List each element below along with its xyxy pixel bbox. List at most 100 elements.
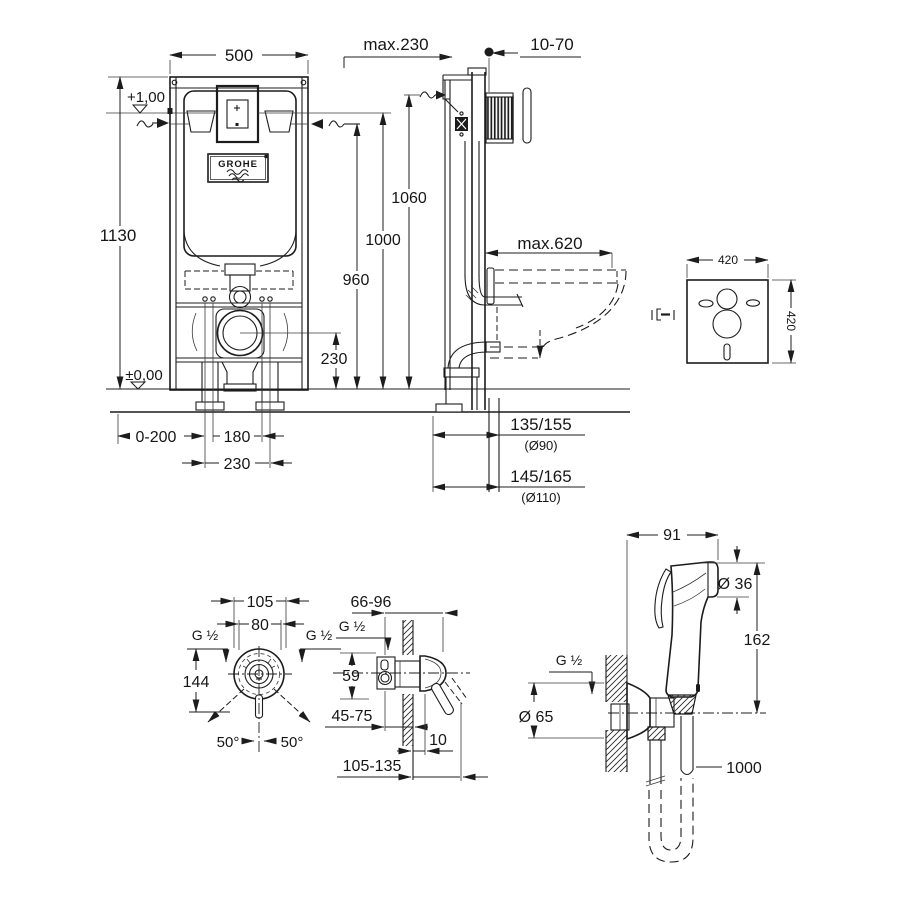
foot-plate [195,401,225,411]
shower-hose [645,716,694,863]
dim-drain-90-dia: (Ø90) [524,438,557,453]
bolt-icon [259,296,265,302]
flush-actuator-housing [485,92,514,144]
mixer-front-dimensions: 105 80 G ½ G ½ 144 [183,594,341,713]
mounting-dot-icon [484,47,494,57]
hand-shower-dimensions: 91 Ø 36 162 G ½ Ø 65 1000 [519,527,771,777]
floor-lines [106,388,630,413]
hose-nut [647,726,666,741]
registered-dot-icon [264,154,268,159]
wave-icon [231,177,245,183]
dim-hose-length: 1000 [726,760,762,777]
dim-mat-width: 420 [718,253,738,267]
corner-screw-icon [171,79,178,86]
dim-plate-depth: 10-70 [530,35,573,54]
dim-outlet-span: 230 [224,456,251,473]
dim-depth-max: max.230 [363,35,428,54]
screw-icon [651,308,675,321]
water-inlet-icon [404,90,446,100]
mixer-front-view: 50° 50° [207,646,311,752]
hand-shower-view [605,540,766,863]
dim-1060: 1060 [391,190,427,207]
level-zero-label: ±0,00 [125,367,162,384]
dim-width-91: 91 [663,527,681,544]
sound-insulation-mat: 420 420 [651,253,798,364]
valve-body [394,660,421,688]
handle-nut [667,694,697,715]
dim-depth-45-75: 45-75 [332,708,373,725]
dim-bolt-span: 180 [224,429,251,446]
wall-holder [610,681,697,741]
cistern-tank [183,90,297,257]
mat-hole-large [712,309,742,339]
escutcheon [419,655,447,692]
corner-screw-icon [300,79,307,86]
mat-panel [686,279,769,364]
dim-width-105: 105 [247,594,274,611]
mat-slot-vertical [723,343,731,361]
flush-pipe-collar [224,263,256,276]
frame-side-view [404,47,627,492]
toilet-bowl-outline [490,269,627,359]
mixer-side-handle [431,682,454,716]
dim-height: 1130 [100,226,137,245]
brand-text: GROHE [218,159,258,170]
dim-drain-110: 145/165 [510,467,571,486]
wall-bracket [442,67,487,113]
dim-foot-range: 0-200 [136,429,177,446]
dim-height-59: 59 [342,668,360,685]
tank-chamber-right [264,110,294,133]
dim-gap-10: 10 [429,732,447,749]
wave-icon [226,169,249,175]
flush-connector [228,285,252,309]
dim-angle-right: 50° [281,734,304,751]
wall-section [606,655,627,702]
dim-depth-66-96: 66-96 [351,594,392,611]
mixer-side-dimensions: 66-96 G ½ 59 45-75 10 105-135 [325,594,488,781]
thread-label: G ½ [339,618,366,634]
dim-depth-105-135: 105-135 [343,758,402,775]
tank-chamber-left [186,110,216,133]
shower-head [654,561,719,698]
mixer-side-view [333,620,470,780]
water-inlet-icon [136,118,169,128]
spray-lever [654,568,672,629]
dim-flange-dia: Ø 65 [519,709,554,726]
level-marker-icon [131,104,149,114]
wall-section [403,694,413,746]
frame-front-view: GROHE [106,76,391,468]
bolt-icon [202,296,208,302]
dim-head-dia: Ø 36 [718,576,753,593]
dim-1000: 1000 [365,232,401,249]
level-marker-icon [129,381,147,390]
mat-slot [745,299,761,307]
dim-bowl-depth: max.620 [517,234,582,253]
foot-plate [435,403,463,413]
frame-opening-dashed [184,270,294,290]
dim-outlet-height: 230 [321,351,348,368]
dim-height-162: 162 [744,632,771,649]
dim-drain-110-dia: (Ø110) [521,490,561,505]
thread-right-label: G ½ [306,627,333,643]
bolt-icon [267,296,273,302]
drain-elbow [221,361,259,385]
wave-icon [228,173,249,179]
dim-960: 960 [343,272,370,289]
level-plus-label: +1,00 [127,89,165,106]
dim-angle-left: 50° [217,734,240,751]
flush-unit [215,84,260,144]
dim-drain-90: 135/155 [510,415,571,434]
frame-side-dimensions: 10-70 max.620 135/155 (Ø90) 145/165 (Ø11… [432,35,613,505]
dim-width: 500 [225,46,253,65]
flush-plate [522,87,532,144]
dim-mat-height: 420 [784,311,798,331]
mat-hole [716,288,738,310]
dim-height-144: 144 [183,674,210,691]
mat-slot [698,299,714,308]
frame-front-dimensions: 500 1130 +1,00 ±0,00 960 1000 1060 230 0… [100,35,453,473]
wall-section [403,620,413,655]
fixing-bolt [455,111,468,137]
thread-left-label: G ½ [192,627,219,643]
